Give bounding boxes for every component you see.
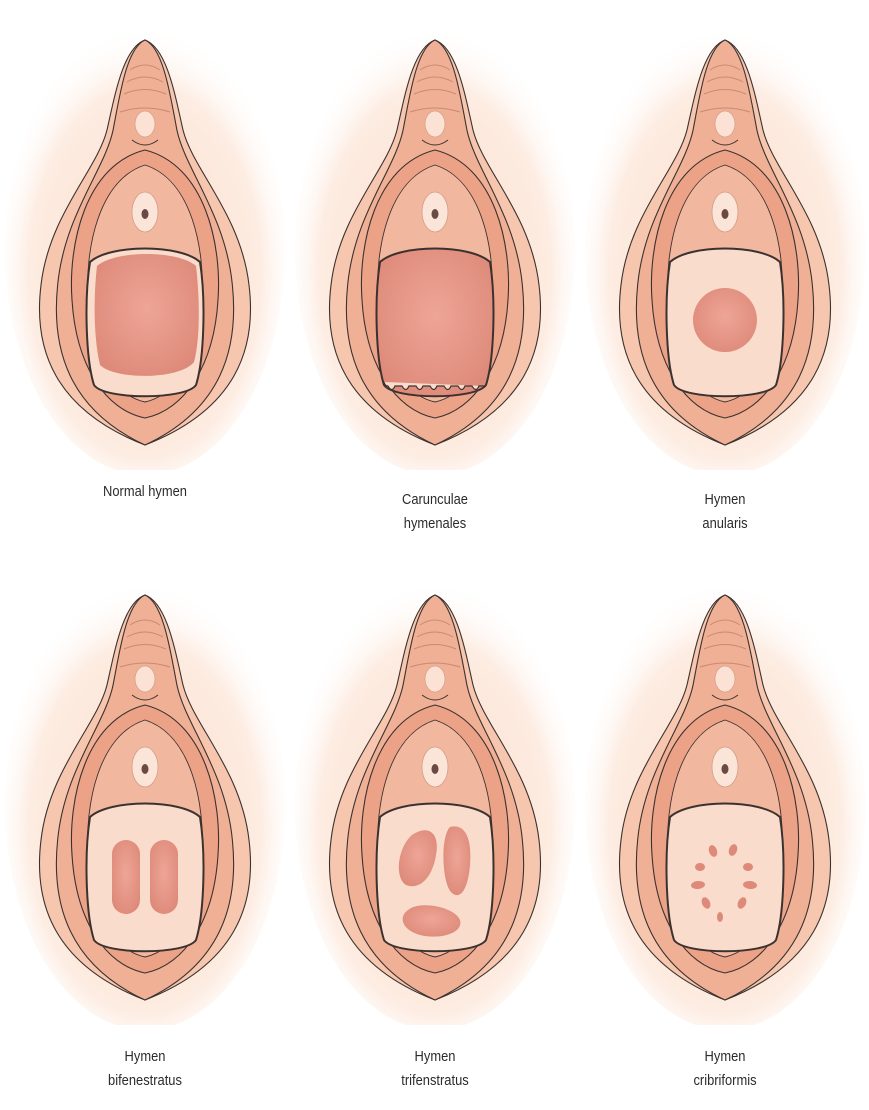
opening-right xyxy=(150,840,178,914)
urethral-opening xyxy=(722,209,729,219)
cribriform-opening xyxy=(717,912,723,922)
panel-anularis: Hymenanularis xyxy=(580,0,869,555)
caption-anularis: Hymenanularis xyxy=(600,488,849,536)
caption-line: Hymen xyxy=(600,488,849,512)
clitoris xyxy=(135,666,155,692)
caption-line: Hymen xyxy=(20,1045,269,1069)
caption-carunculae: Carunculaehymenales xyxy=(310,488,559,536)
vaginal-opening xyxy=(377,249,494,397)
clitoris xyxy=(425,666,445,692)
panel-normal: Normal hymen xyxy=(0,0,290,555)
clitoris xyxy=(715,666,735,692)
illustration-bifenestratus xyxy=(0,555,290,1025)
urethral-opening xyxy=(722,764,729,774)
panel-carunculae: Carunculaehymenales xyxy=(290,0,580,555)
illustration-trifenstratus xyxy=(290,555,580,1025)
caption-line: bifenestratus xyxy=(20,1069,269,1093)
caption-line: Normal hymen xyxy=(20,480,269,504)
caption-normal: Normal hymen xyxy=(20,480,269,504)
cribriform-opening xyxy=(743,863,753,871)
caption-line: anularis xyxy=(600,512,849,536)
caption-line: Hymen xyxy=(600,1045,849,1069)
caption-line: trifenstratus xyxy=(310,1069,559,1093)
panel-trifenstratus: Hymentrifenstratus xyxy=(290,555,580,1110)
caption-trifenstratus: Hymentrifenstratus xyxy=(310,1045,559,1093)
panel-bifenestratus: Hymenbifenestratus xyxy=(0,555,290,1110)
central-opening xyxy=(693,288,757,352)
clitoris xyxy=(135,111,155,137)
clitoris xyxy=(715,111,735,137)
panel-cribriformis: Hymencribriformis xyxy=(580,555,869,1110)
vaginal-opening xyxy=(95,254,199,376)
caption-line: hymenales xyxy=(310,512,559,536)
caption-cribriformis: Hymencribriformis xyxy=(600,1045,849,1093)
urethral-opening xyxy=(142,209,149,219)
caption-line: cribriformis xyxy=(600,1069,849,1093)
urethral-opening xyxy=(432,764,439,774)
caption-line: Carunculae xyxy=(310,488,559,512)
caption-line: Hymen xyxy=(310,1045,559,1069)
hymen-membrane xyxy=(667,804,784,952)
opening-left xyxy=(112,840,140,914)
illustration-carunculae xyxy=(290,0,580,470)
clitoris xyxy=(425,111,445,137)
cribriform-opening xyxy=(695,863,705,871)
caption-bifenestratus: Hymenbifenestratus xyxy=(20,1045,269,1093)
hymen-membrane xyxy=(87,804,204,952)
illustration-anularis xyxy=(580,0,869,470)
illustration-normal xyxy=(0,0,290,470)
urethral-opening xyxy=(432,209,439,219)
illustration-cribriformis xyxy=(580,555,869,1025)
urethral-opening xyxy=(142,764,149,774)
